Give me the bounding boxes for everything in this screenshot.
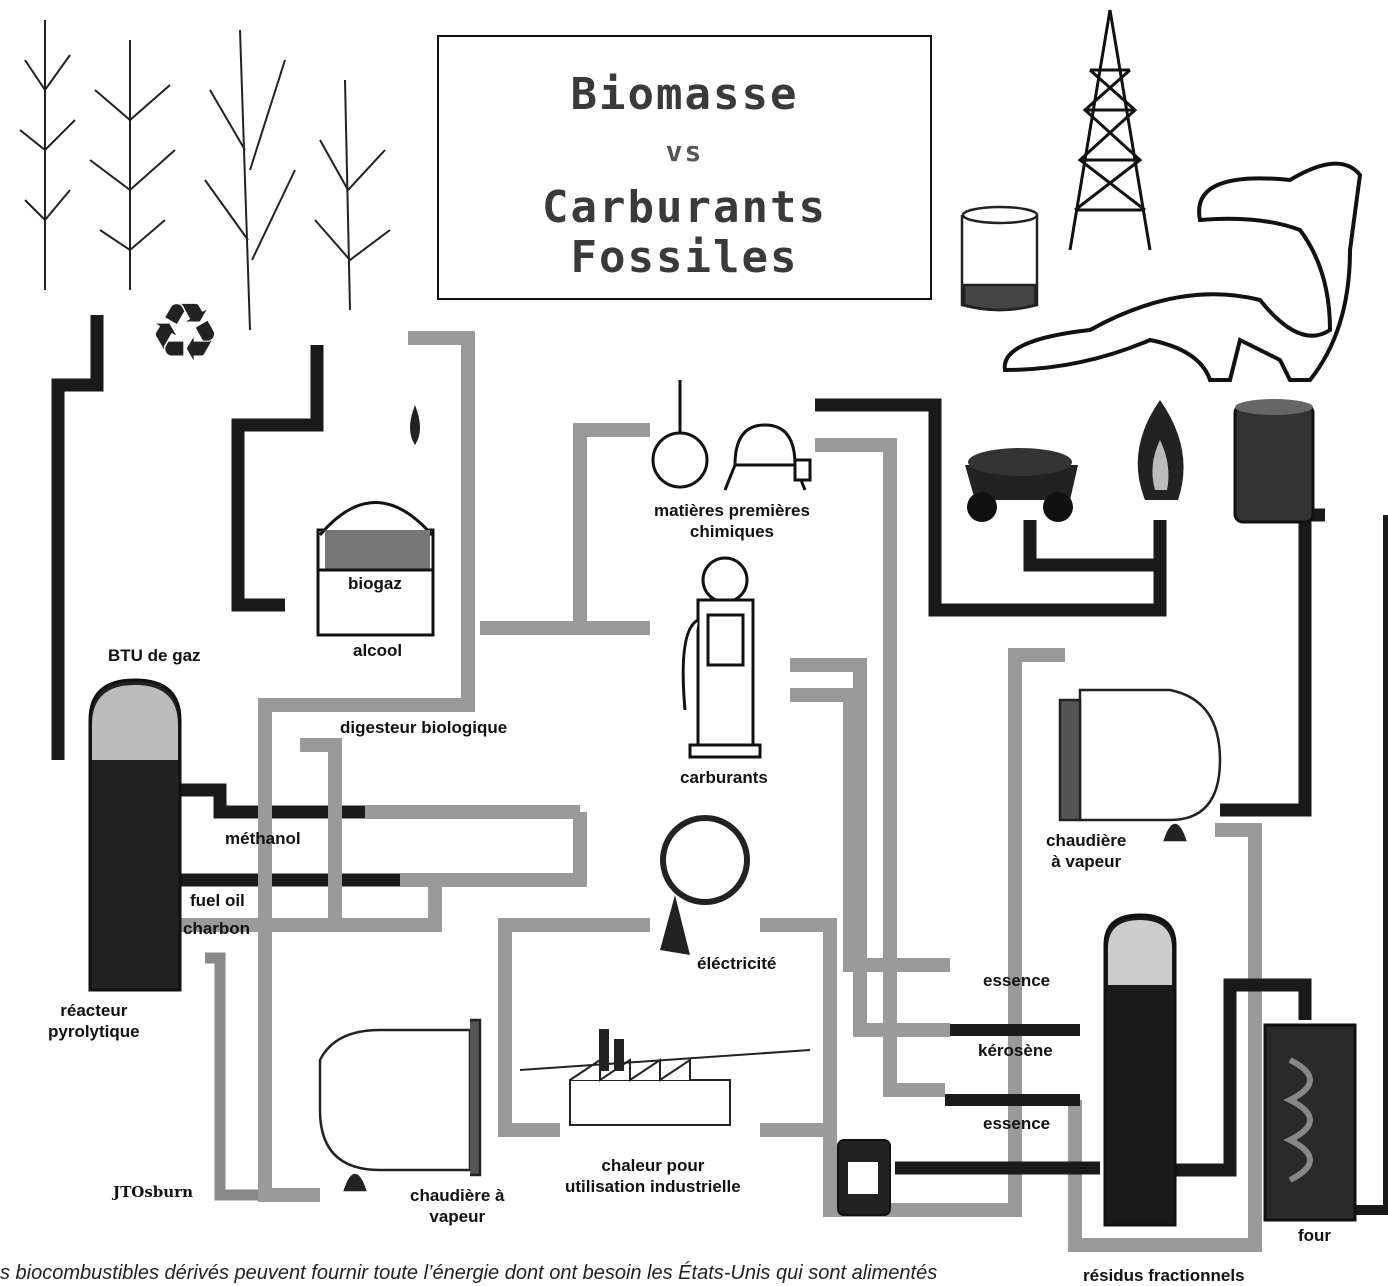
label-essence-2: essence	[983, 1113, 1050, 1134]
label-kerosene: kérosène	[978, 1040, 1053, 1061]
title-carburants: Carburants	[439, 182, 930, 233]
label-reacteur: réacteur pyrolytique	[48, 1000, 140, 1042]
pyrolytic-reactor-icon	[90, 680, 180, 990]
label-fuel-oil: fuel oil	[190, 890, 245, 911]
label-carburants: carburants	[680, 767, 768, 788]
label-chaleur: chaleur pour utilisation industrielle	[565, 1155, 741, 1197]
label-alcool: alcool	[353, 640, 402, 661]
label-methanol: méthanol	[225, 828, 301, 849]
steam-boiler-left-icon	[320, 1020, 480, 1190]
recycle-icon: ♻	[149, 288, 221, 377]
label-chaudiere-left-line1: chaudière à	[410, 1185, 505, 1206]
pipe-plants-digester	[238, 345, 317, 605]
label-residus: résidus fractionnels	[1083, 1265, 1245, 1286]
label-electricite: éléctricité	[697, 953, 776, 974]
plants-illustration	[20, 20, 390, 330]
flame-small-icon	[410, 405, 420, 445]
pipe-electricity	[505, 925, 650, 1005]
oil-barrel-icon	[1235, 399, 1313, 522]
label-chaudiere-left: chaudière à vapeur	[410, 1185, 505, 1227]
coal-cart-icon	[965, 448, 1078, 522]
distillation-column-icon	[1105, 915, 1175, 1225]
title-fossiles: Fossiles	[439, 232, 930, 283]
oil-level-cylinder-icon	[962, 207, 1037, 310]
factory-icon	[520, 1030, 810, 1125]
pipe-alcool	[480, 430, 650, 628]
title-vs: vs	[439, 135, 930, 168]
artist-signature: JTOsburn	[113, 1183, 193, 1201]
pipe-coal	[1030, 520, 1160, 565]
pipe-gas-to-fuel	[790, 665, 950, 1030]
label-chaudiere-left-line2: vapeur	[410, 1206, 505, 1227]
label-essence-1: essence	[983, 970, 1050, 991]
pipe-barrel	[1220, 515, 1325, 810]
label-biogaz: biogaz	[348, 573, 402, 594]
label-reacteur-line2: pyrolytique	[48, 1021, 140, 1042]
furnace-icon	[1265, 1025, 1355, 1220]
light-bulb-icon	[660, 818, 747, 955]
label-matieres: matières premières chimiques	[654, 500, 810, 542]
label-matieres-line1: matières premières	[654, 500, 810, 521]
title-box: Biomasse vs Carburants Fossiles	[437, 35, 932, 300]
pipe-charbon	[205, 958, 260, 1195]
oil-drum-small-icon	[838, 1140, 890, 1215]
label-chaudiere-right-line1: chaudière	[1046, 830, 1126, 851]
label-chaleur-line1: chaleur pour	[565, 1155, 741, 1176]
pipe-btu	[300, 745, 435, 925]
biogas-digester-icon	[318, 503, 433, 636]
label-charbon: charbon	[183, 918, 250, 939]
title-biomasse: Biomasse	[439, 69, 930, 120]
label-btu-gaz: BTU de gaz	[108, 645, 201, 666]
chemical-glassware-icon	[653, 380, 810, 490]
fuel-pump-icon	[683, 558, 760, 757]
label-four: four	[1298, 1225, 1331, 1246]
label-chaleur-line2: utilisation industrielle	[565, 1176, 741, 1197]
pipe-biomass-left	[58, 315, 97, 760]
label-matieres-line2: chimiques	[654, 521, 810, 542]
steam-boiler-right-icon	[1060, 690, 1220, 840]
label-digesteur: digesteur biologique	[340, 717, 507, 738]
oil-derrick-icon	[1070, 10, 1150, 250]
label-reacteur-line1: réacteur	[48, 1000, 140, 1021]
caption-text: s biocombustibles dérivés peuvent fourni…	[0, 1262, 937, 1285]
pipe-fueloil-light	[400, 812, 580, 880]
label-chaudiere-right-line2: à vapeur	[1046, 851, 1126, 872]
dinosaur-icon	[1005, 164, 1360, 380]
label-chaudiere-right: chaudière à vapeur	[1046, 830, 1126, 872]
